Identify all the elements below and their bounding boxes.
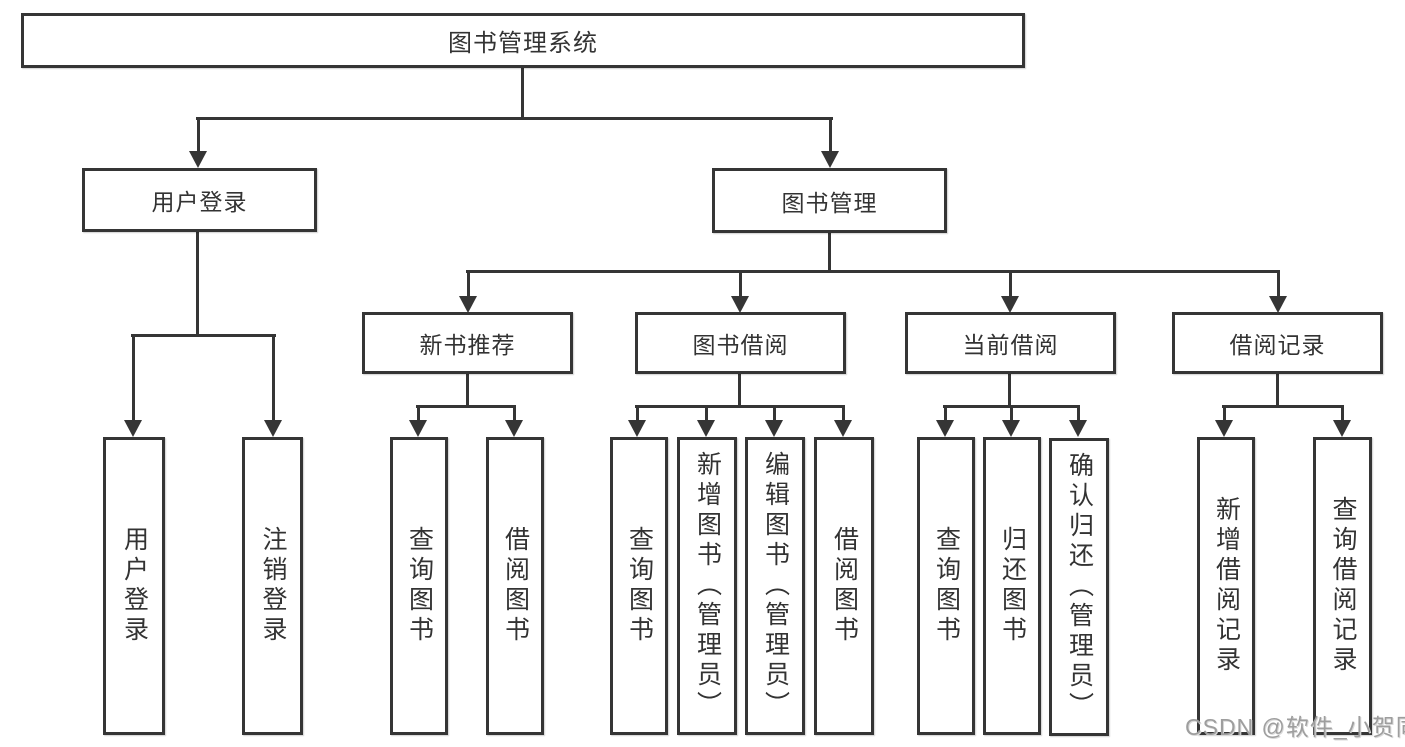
arrow-to-leaf-query-borrow-record — [1333, 408, 1351, 437]
arrow-to-user-login — [189, 120, 207, 168]
connector-current-borrow-branch — [943, 405, 1080, 408]
watermark: CSDN @软件_小贺同学 — [1185, 714, 1405, 740]
leaf-query-book-borrow: 查询图书 — [610, 437, 668, 735]
leaf-borrow-book-rec: 借阅图书 — [486, 437, 544, 735]
connector-book-mgmt-stem — [828, 233, 831, 272]
leaf-query-book-current-label: 查询图书 — [932, 526, 961, 646]
arrow-to-leaf-query-book-current — [936, 408, 954, 437]
leaf-user-login-label: 用户登录 — [120, 526, 149, 646]
arrow-to-leaf-confirm-return-admin — [1069, 408, 1087, 437]
leaf-return-book-label: 归还图书 — [998, 526, 1027, 646]
arrow-to-leaf-query-book-borrow — [628, 408, 646, 437]
connector-current-borrow-stem — [1008, 374, 1011, 406]
connector-book-borrow-stem — [738, 374, 741, 406]
node-book-borrow-label: 图书借阅 — [692, 332, 789, 358]
arrow-to-leaf-borrow-book-rec — [505, 408, 523, 437]
node-borrow-record: 借阅记录 — [1172, 312, 1383, 374]
arrow-to-current-borrow — [1001, 273, 1019, 313]
leaf-query-book-borrow-label: 查询图书 — [625, 526, 654, 646]
arrow-to-new-book-rec — [459, 273, 477, 313]
node-borrow-record-label: 借阅记录 — [1229, 332, 1326, 358]
leaf-query-book-rec-label: 查询图书 — [405, 526, 434, 646]
leaf-borrow-book-rec-label: 借阅图书 — [501, 526, 530, 646]
arrow-to-borrow-record — [1269, 273, 1287, 313]
leaf-query-borrow-record-label: 查询借阅记录 — [1329, 496, 1357, 676]
node-book-borrow: 图书借阅 — [635, 312, 846, 374]
node-user-login-label: 用户登录 — [151, 189, 248, 215]
arrow-to-leaf-return-book — [1002, 408, 1020, 437]
leaf-user-login: 用户登录 — [103, 437, 165, 735]
leaf-borrow-book-borrow-label: 借阅图书 — [830, 526, 859, 646]
leaf-edit-book-admin: 编辑图书（管理员） — [745, 437, 805, 735]
arrow-to-leaf-user-login — [124, 337, 142, 437]
connector-level3-branch — [466, 270, 1280, 273]
connector-user-login-branch — [131, 334, 276, 337]
arrow-to-book-mgmt — [821, 120, 839, 168]
node-root-label: 图书管理系统 — [448, 30, 598, 57]
connector-new-book-rec-branch — [416, 405, 516, 408]
node-book-mgmt: 图书管理 — [712, 168, 947, 233]
leaf-confirm-return-admin-label: 确认归还（管理员） — [1065, 452, 1094, 722]
leaf-edit-book-admin-label: 编辑图书（管理员） — [761, 451, 790, 721]
connector-user-login-stem — [196, 232, 199, 336]
connector-borrow-record-branch — [1222, 405, 1344, 408]
node-current-borrow: 当前借阅 — [905, 312, 1116, 374]
leaf-add-book-admin-label: 新增图书（管理员） — [693, 451, 722, 721]
leaf-logout: 注销登录 — [242, 437, 303, 735]
node-new-book-rec: 新书推荐 — [362, 312, 573, 374]
node-new-book-rec-label: 新书推荐 — [419, 332, 516, 358]
connector-new-book-rec-stem — [466, 374, 469, 406]
leaf-add-borrow-record: 新增借阅记录 — [1197, 437, 1255, 735]
leaf-add-book-admin: 新增图书（管理员） — [677, 437, 737, 735]
leaf-query-borrow-record: 查询借阅记录 — [1313, 437, 1372, 735]
leaf-logout-label: 注销登录 — [259, 526, 287, 646]
connector-borrow-record-stem — [1276, 374, 1279, 406]
arrow-to-leaf-logout — [264, 337, 282, 437]
arrow-to-leaf-add-borrow-record — [1215, 408, 1233, 437]
arrow-to-book-borrow — [731, 273, 749, 313]
node-current-borrow-label: 当前借阅 — [962, 332, 1059, 358]
leaf-add-borrow-record-label: 新增借阅记录 — [1212, 496, 1241, 676]
connector-level2-branch — [196, 117, 833, 120]
arrow-to-leaf-edit-book-admin — [765, 408, 783, 437]
arrow-to-leaf-query-book-rec — [409, 408, 427, 437]
connector-root-stem — [521, 68, 524, 118]
node-user-login: 用户登录 — [82, 168, 317, 232]
node-book-mgmt-label: 图书管理 — [781, 189, 878, 216]
leaf-query-book-current: 查询图书 — [917, 437, 975, 735]
node-root: 图书管理系统 — [21, 13, 1025, 68]
arrow-to-leaf-add-book-admin — [697, 408, 715, 437]
leaf-confirm-return-admin: 确认归还（管理员） — [1049, 438, 1109, 736]
leaf-return-book: 归还图书 — [983, 437, 1041, 735]
arrow-to-leaf-borrow-book-borrow — [834, 408, 852, 437]
leaf-query-book-rec: 查询图书 — [390, 437, 448, 735]
leaf-borrow-book-borrow: 借阅图书 — [814, 437, 874, 735]
connector-book-borrow-branch — [635, 405, 845, 408]
